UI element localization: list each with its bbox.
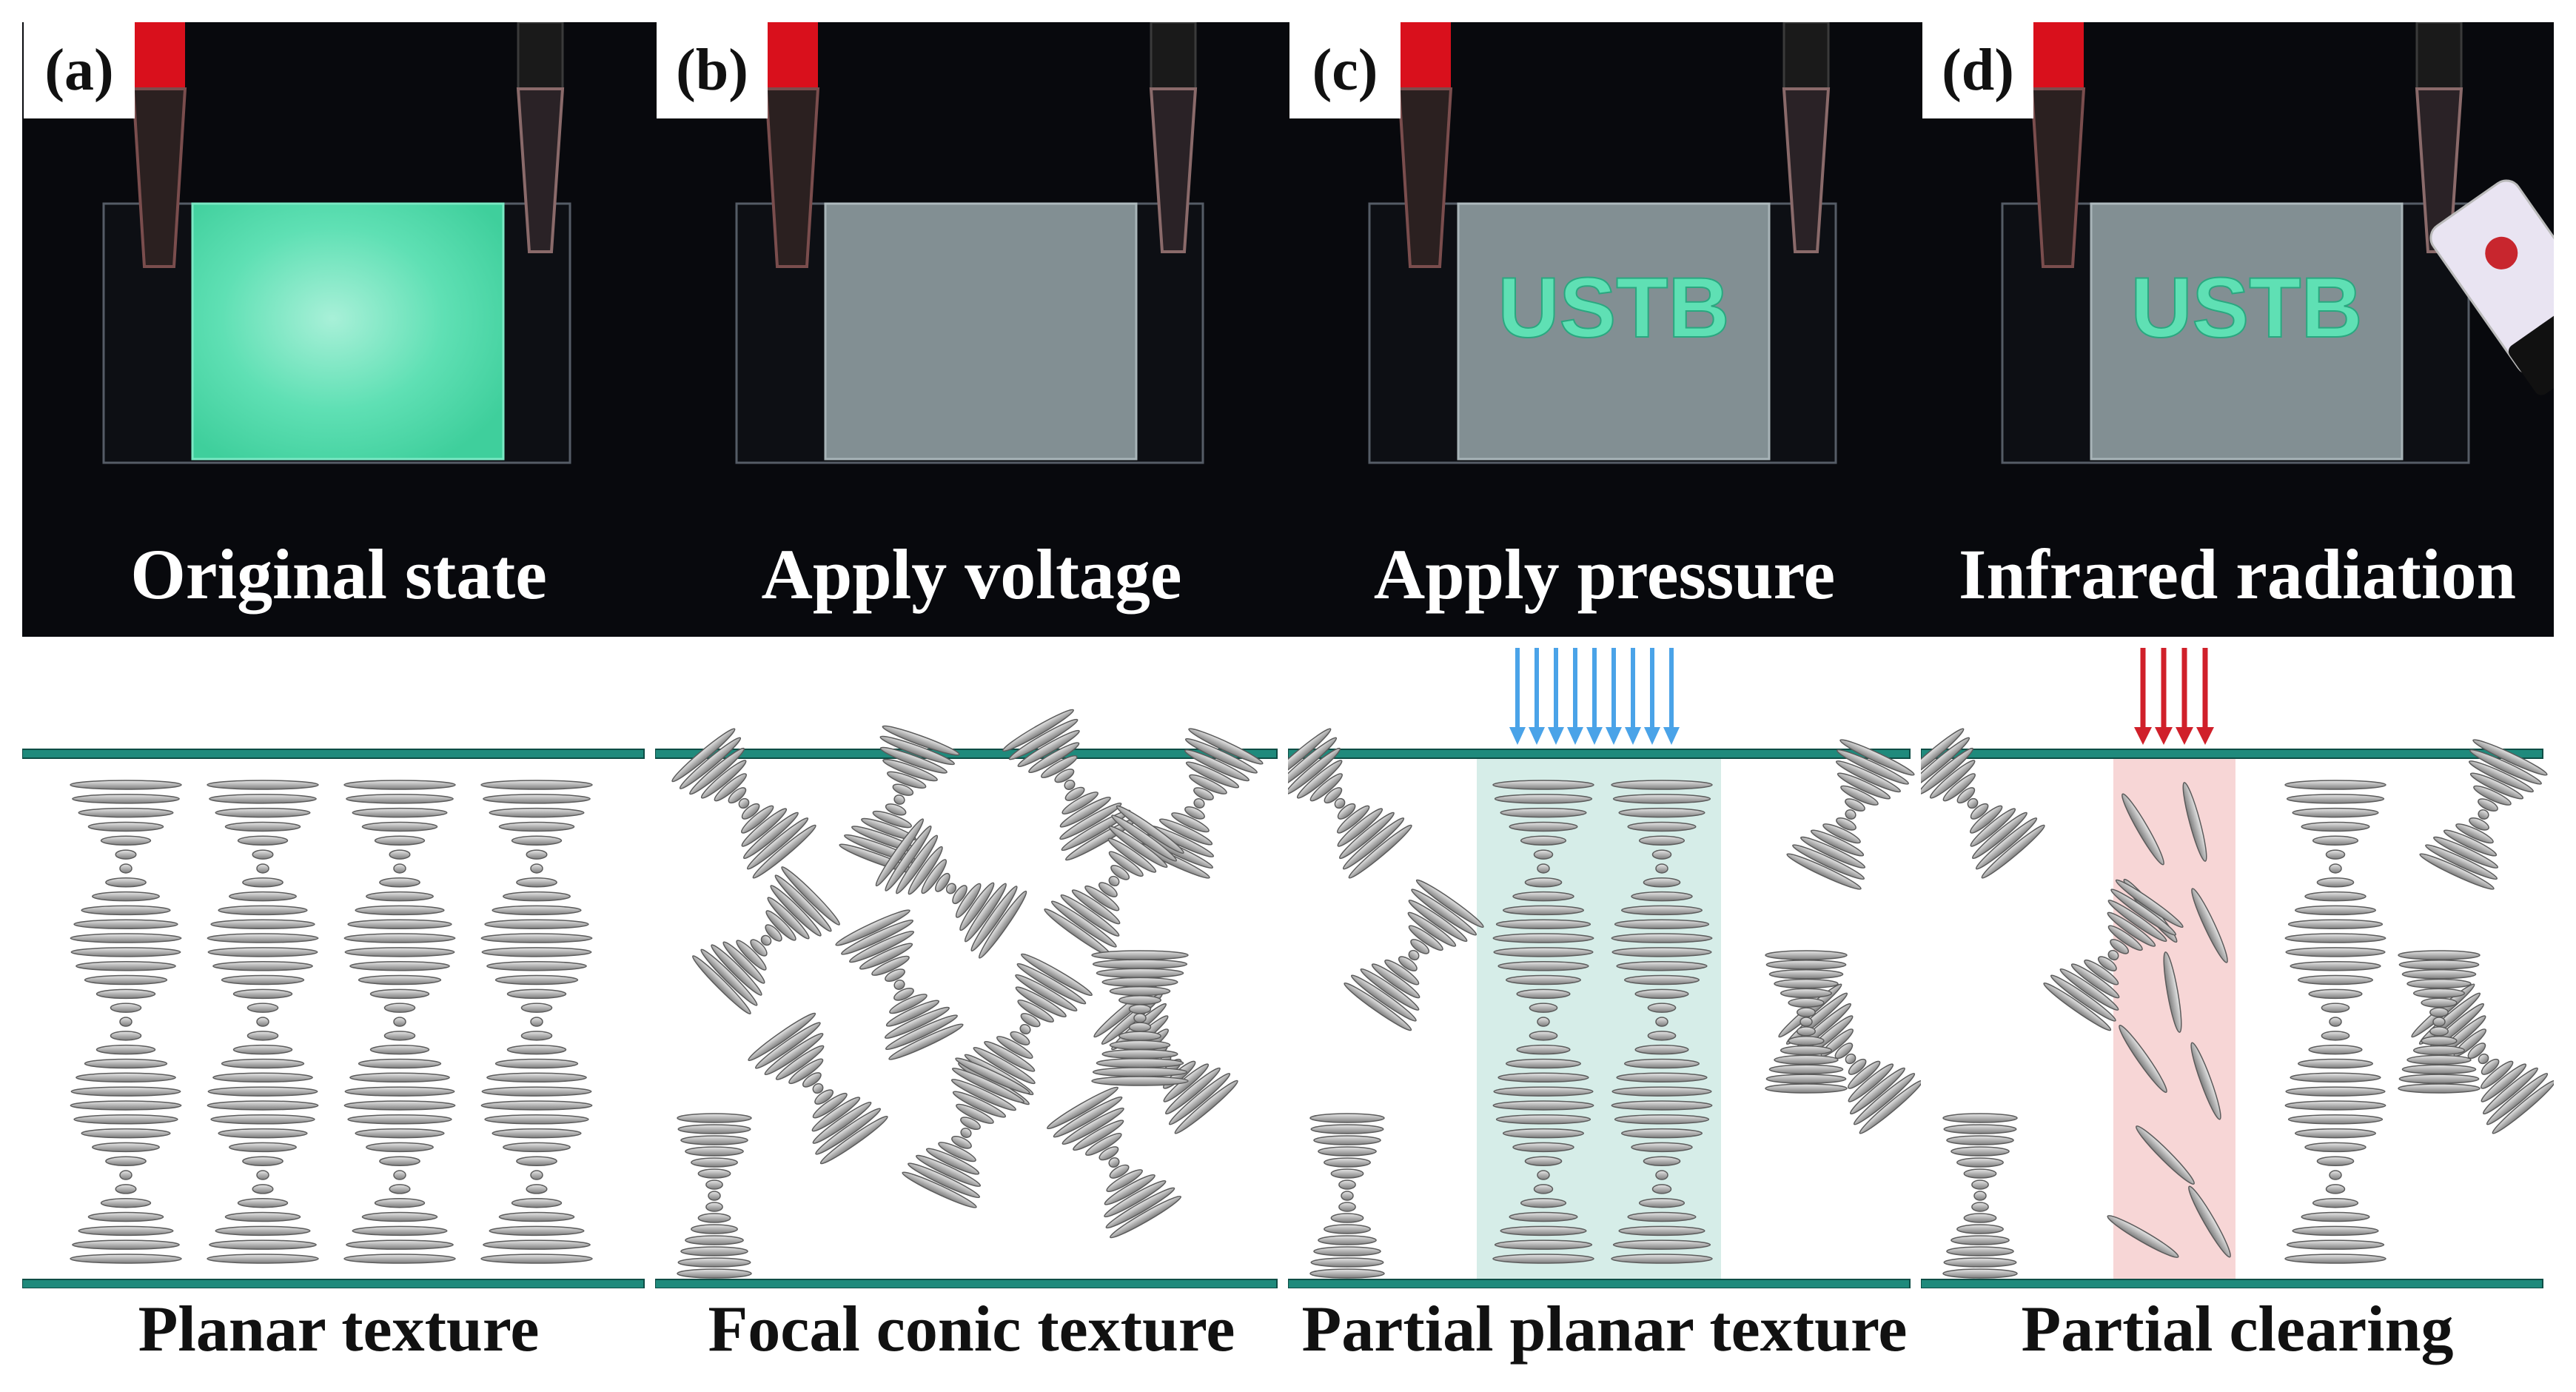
bottom-electrode [22, 1279, 645, 1288]
helix-bundle [835, 909, 964, 1060]
top-electrode [655, 749, 1278, 759]
helix-bundle [692, 866, 840, 1014]
black-clip-cap [517, 22, 564, 90]
helix-bundle [1002, 709, 1137, 861]
panel-letter-b: (b) [657, 22, 768, 118]
liquid-crystal-cell [1457, 202, 1771, 461]
photo-d-image: USTB [2001, 22, 2554, 464]
photo-strip: (a) Original state (b) Apply voltage UST… [22, 22, 2554, 637]
red-clip-jaw [131, 87, 187, 268]
helix-bundle [875, 818, 1027, 959]
pressure-arrows [1509, 648, 1680, 745]
texture-caption-b: Focal conic texture [708, 1294, 1235, 1365]
diagram-panel-d: Partial clearing [1921, 644, 2554, 1392]
red-clip-jaw [2030, 87, 2086, 268]
helix-bundle [1344, 879, 1484, 1031]
red-clip-cap [1399, 22, 1451, 89]
photo-caption-c: Apply pressure [1373, 535, 1836, 614]
photo-caption-a: Original state [130, 535, 547, 614]
red-clip-cap [2032, 22, 2084, 89]
red-clip-cap [766, 22, 818, 89]
helix-bundle [748, 1012, 888, 1165]
liquid-crystal-cell [191, 202, 505, 461]
texture-diagram-row: Planar texture Focal conic texture Parti… [22, 644, 2554, 1392]
red-clip-jaw [1397, 87, 1453, 268]
photo-b-image [735, 22, 1204, 464]
partial-clearing-diagram [1921, 648, 2554, 1288]
photo-c-image: USTB [1368, 22, 1837, 464]
bottom-electrode [655, 1279, 1278, 1288]
partial-planar-texture-diagram [1288, 648, 1921, 1288]
photo-a-image [102, 22, 571, 464]
black-clip-jaw [1782, 87, 1831, 253]
helix-bundle [2419, 739, 2548, 890]
liquid-crystal-cell [824, 202, 1138, 461]
texture-caption-a: Planar texture [138, 1294, 540, 1365]
helix-bundle [902, 1057, 1030, 1208]
helix-bundle [1921, 728, 2045, 879]
helix-bundle [671, 728, 816, 879]
red-clip-cap [133, 22, 185, 89]
helix-bundle [2043, 879, 2184, 1031]
infrared-pen [2429, 179, 2554, 395]
top-electrode [1921, 749, 2543, 759]
photo-caption-d: Infrared radiation [1959, 535, 2516, 614]
panel-letter-c: (c) [1289, 22, 1401, 118]
bottom-electrode [1921, 1279, 2543, 1288]
helix-bundle [1786, 739, 1915, 890]
diagram-panel-a: Planar texture [22, 644, 655, 1392]
infrared-arrows [2134, 648, 2214, 745]
red-clip-jaw [764, 87, 820, 268]
liquid-crystal-cell [2090, 202, 2404, 461]
photo-panel-d: USTB (d) Infrared radiation [1921, 22, 2554, 637]
texture-caption-d: Partial clearing [2021, 1294, 2454, 1365]
bottom-electrode [1288, 1279, 1911, 1288]
helix-bundle [1044, 805, 1184, 957]
black-clip-cap [2415, 22, 2463, 90]
black-clip-cap [1150, 22, 1197, 90]
helix-bundle [1047, 1086, 1181, 1239]
photo-panel-c: USTB (c) Apply pressure [1288, 22, 1921, 637]
photo-panel-a: (a) Original state [22, 22, 655, 637]
diagram-panel-c: Partial planar texture [1288, 644, 1921, 1392]
panel-letter-a: (a) [24, 22, 135, 118]
top-electrode [1288, 749, 1911, 759]
photo-caption-b: Apply voltage [761, 535, 1182, 614]
focal-conic-texture-diagram [655, 709, 1278, 1288]
black-clip-jaw [1149, 87, 1198, 253]
panel-letter-d: (d) [1922, 22, 2033, 118]
helix-bundle [839, 725, 960, 874]
black-clip-jaw [516, 87, 565, 253]
helix-bundle [1288, 728, 1412, 879]
written-text: USTB [2130, 261, 2362, 355]
top-electrode [22, 749, 645, 759]
diagram-panel-b: Focal conic texture [655, 644, 1288, 1392]
photo-panel-b: (b) Apply voltage [655, 22, 1288, 637]
texture-caption-c: Partial planar texture [1301, 1294, 1908, 1365]
black-clip-cap [1782, 22, 1830, 90]
written-text: USTB [1497, 261, 1729, 355]
planar-region [1477, 758, 1721, 1279]
planar-texture-diagram [22, 749, 645, 1288]
